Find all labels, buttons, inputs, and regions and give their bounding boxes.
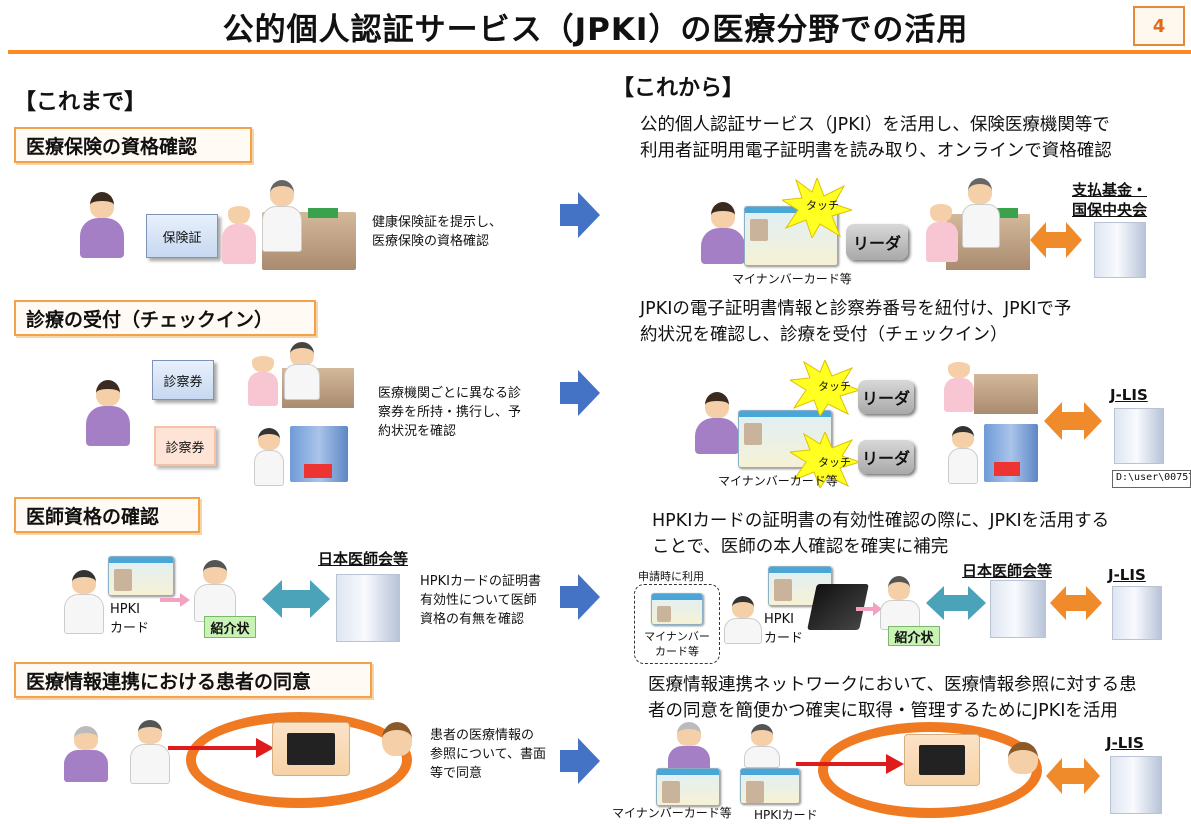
touch-burst-icon (790, 360, 860, 416)
patient-figure (382, 722, 412, 756)
mynumber-card-image (744, 206, 838, 266)
building-icon (336, 574, 400, 642)
touch-burst-icon (782, 178, 852, 238)
section-heading-insurance: 医療保険の資格確認 (14, 127, 252, 163)
red-arrow-icon (796, 754, 904, 774)
doctor-figure (880, 576, 920, 630)
touch-label: タッチ (818, 380, 851, 393)
orange-double-arrow-icon (1050, 586, 1102, 620)
org-label: 日本医師会等 (962, 562, 1053, 580)
file-path-tooltip: D:\user\007574 (1112, 470, 1191, 488)
mynumber-card-caption: マイナンバーカード等 (718, 474, 838, 488)
hospital-illustration (222, 180, 358, 272)
patient-figure (694, 392, 740, 460)
hospital2-illustration (252, 420, 352, 488)
doctor-desc: HPKIカードの証明書有効性について医師資格の有無を確認 (420, 574, 541, 627)
insurance-future-desc: 公的個人認証サービス（JPKI）を活用し、保険医療機関等で利用者証明用電子証明書… (640, 115, 1112, 161)
checkin-desc: 医療機関ごとに異なる診察券を所持・携行し、予約状況を確認 (378, 386, 522, 439)
clinic-illustration (944, 350, 1038, 414)
org-label: 支払基金・国保中央会 (1072, 181, 1148, 219)
network-ring (186, 712, 412, 808)
hpki-card-image (108, 556, 174, 596)
orange-double-arrow-icon (1030, 222, 1082, 258)
insurance-card: 保険証 (146, 214, 218, 258)
patient-figure (700, 202, 746, 270)
hpki-caption: HPKIカード (754, 808, 818, 822)
mynumber-card-image (656, 768, 720, 806)
building-icon (1114, 408, 1164, 464)
orange-double-arrow-icon (1046, 758, 1100, 794)
teal-double-arrow-icon (262, 580, 330, 618)
title-underline (8, 50, 1191, 54)
right-column-header: 【これから】 (612, 76, 745, 101)
right-arrow-icon (560, 738, 600, 784)
apply-label: 申請時に利用 (638, 570, 704, 583)
clinic-card-2: 診察券 (154, 426, 216, 466)
org-label: 日本医師会等 (318, 550, 409, 568)
building-icon (1094, 222, 1146, 278)
pink-arrow-icon (856, 602, 882, 616)
consent-future-desc: 医療情報連携ネットワークにおいて、医療情報参照に対する患者の同意を簡便かつ確実に… (648, 675, 1137, 721)
org-label: J-LIS (1108, 566, 1146, 584)
doctor-figure (744, 724, 780, 768)
doctor-figure (724, 596, 764, 644)
section-heading-consent: 医療情報連携における患者の同意 (14, 662, 372, 698)
network-ring (818, 722, 1042, 818)
teal-double-arrow-icon (926, 586, 986, 620)
doctor-future-desc: HPKIカードの証明書の有効性確認の際に、JPKIを活用することで、医師の本人確… (652, 511, 1110, 557)
server-icon (272, 722, 350, 776)
apply-box: マイナンバーカード等 (634, 584, 720, 664)
patient-figure (1008, 742, 1038, 774)
building-icon (1110, 756, 1162, 814)
mynumber-card-caption: マイナンバーカード等 (732, 272, 852, 286)
touch-label: タッチ (818, 456, 851, 469)
section-heading-checkin: 診療の受付（チェックイン） (14, 300, 316, 336)
doctor-figure (64, 570, 104, 636)
card-reader: リーダ (858, 380, 914, 414)
hpki-card-image (768, 566, 832, 606)
patient-figure (78, 192, 126, 266)
elderly-patient-figure (668, 722, 710, 774)
patient-figure (84, 380, 132, 454)
doctor-figure (130, 720, 170, 784)
org-label: J-LIS (1106, 734, 1144, 752)
building-icon (990, 580, 1046, 638)
referral-letter: 紹介状 (204, 616, 256, 638)
touch-burst-icon (790, 432, 860, 488)
clinic-card-1: 診察券 (152, 360, 214, 400)
red-arrow-icon (168, 738, 274, 758)
orange-double-arrow-icon (1044, 402, 1102, 440)
right-arrow-icon (560, 192, 600, 238)
referral-letter: 紹介状 (888, 626, 940, 646)
touch-label: タッチ (806, 199, 839, 212)
clinic-illustration (248, 342, 356, 410)
page-number: 4 (1133, 6, 1185, 46)
elderly-patient-figure (64, 726, 108, 782)
hpki-card-image (740, 768, 800, 804)
card-reader: リーダ (846, 224, 908, 260)
server-icon (904, 734, 980, 786)
right-arrow-icon (560, 574, 600, 620)
consent-desc: 患者の医療情報の参照について、書面等で同意 (430, 728, 546, 781)
checkin-future-desc: JPKIの電子証明書情報と診察券番号を紐付け、JPKIで予約状況を確認し、診療を… (640, 299, 1072, 345)
hospital2-illustration (946, 422, 1040, 486)
org-label: J-LIS (1110, 386, 1148, 404)
mynumber-card-caption: マイナンバーカード等 (612, 806, 732, 820)
doctor-figure (194, 560, 236, 622)
hospital-illustration (926, 178, 1030, 272)
building-icon (1112, 586, 1162, 640)
insurance-desc: 健康保険証を提示し、医療保険の資格確認 (372, 215, 503, 249)
card-reader: リーダ (858, 440, 914, 474)
left-column-header: 【これまで】 (14, 90, 147, 115)
pink-arrow-icon (160, 593, 190, 607)
right-arrow-icon (560, 370, 600, 416)
page-title: 公的個人認証サービス（JPKI）の医療分野での活用 (222, 12, 969, 48)
section-heading-doctor: 医師資格の確認 (14, 497, 200, 533)
